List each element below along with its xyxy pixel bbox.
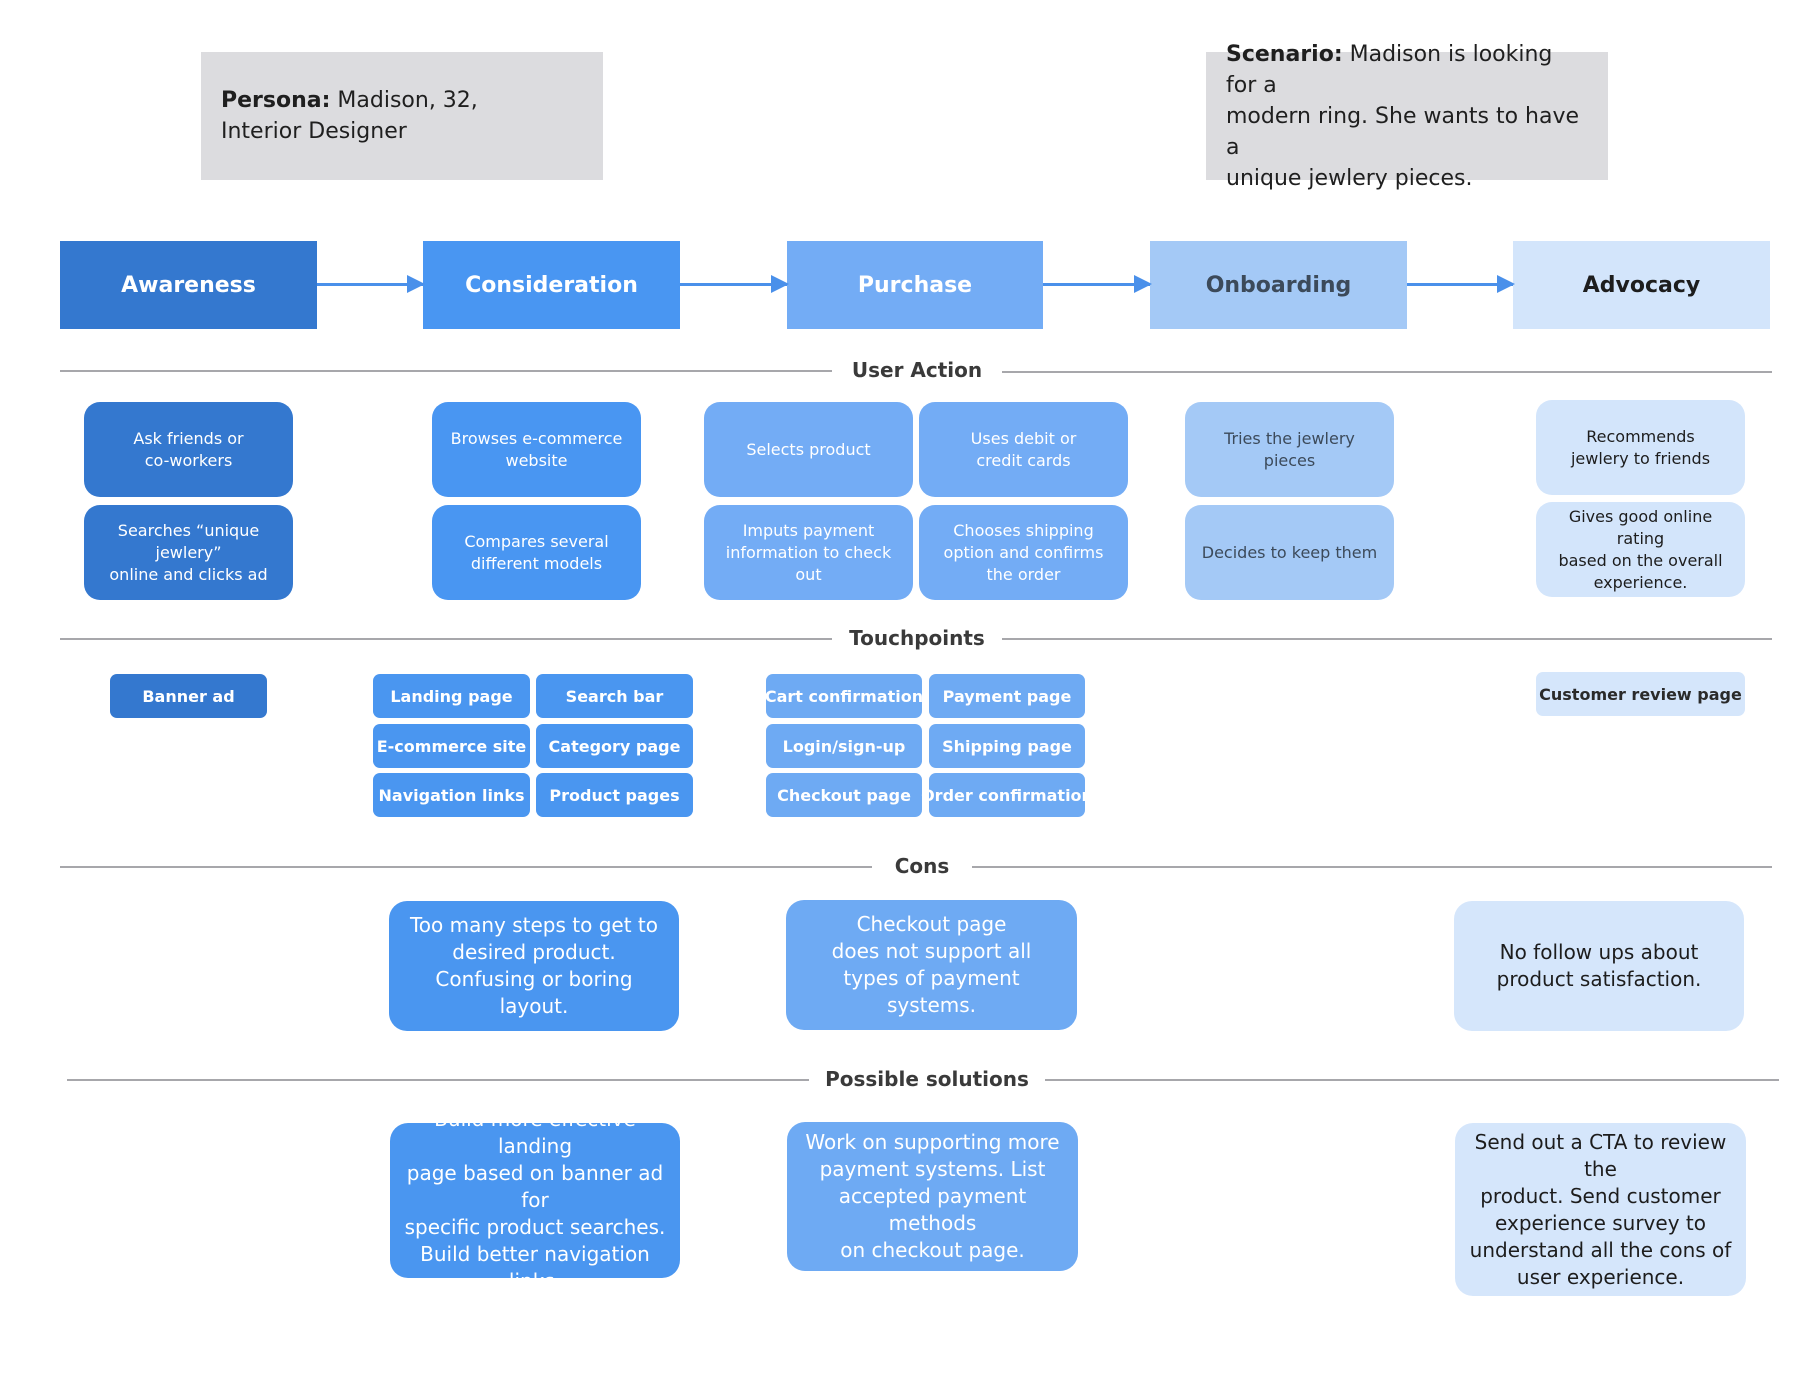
persona-text: Persona: Madison, 32, Interior Designer bbox=[221, 85, 478, 147]
touchpoint-tag: Banner ad bbox=[110, 674, 267, 718]
section-touchpoints: Touchpoints bbox=[849, 626, 985, 650]
stage-advocacy: Advocacy bbox=[1513, 241, 1770, 329]
touchpoint-tag: Customer review page bbox=[1536, 672, 1745, 716]
scenario-label: Scenario: bbox=[1226, 41, 1343, 67]
scenario-text: Scenario: Madison is looking for a moder… bbox=[1226, 39, 1588, 194]
touchpoint-tag: Login/sign-up bbox=[766, 724, 922, 768]
touchpoint-tag: Cart confirmation bbox=[765, 674, 923, 718]
section-cons: Cons bbox=[894, 854, 950, 878]
action-card: Recommends jewlery to friends bbox=[1536, 400, 1745, 495]
action-card: Browses e-commerce website bbox=[432, 402, 641, 497]
cons-card: Checkout page does not support all types… bbox=[786, 900, 1077, 1030]
solution-card: Build more effective landing page based … bbox=[390, 1107, 680, 1293]
touchpoint-tag: Search bar bbox=[536, 674, 693, 718]
cons-card: No follow ups about product satisfaction… bbox=[1454, 901, 1744, 1031]
action-card: Decides to keep them bbox=[1185, 505, 1394, 600]
touchpoint-tag: Landing page bbox=[373, 674, 530, 718]
action-card: Imputs payment information to check out bbox=[704, 505, 913, 600]
action-card: Selects product bbox=[704, 402, 913, 497]
touchpoint-tag: Category page bbox=[536, 724, 693, 768]
action-card: Compares several different models bbox=[432, 505, 641, 600]
divider bbox=[60, 370, 832, 372]
action-card: Gives good online rating based on the ov… bbox=[1536, 502, 1745, 597]
touchpoint-tag: E-commerce site bbox=[373, 724, 530, 768]
section-possible-solutions: Possible solutions bbox=[825, 1067, 1029, 1091]
arrow-right-icon bbox=[1407, 275, 1515, 293]
touchpoint-tag: Payment page bbox=[929, 674, 1085, 718]
solution-card: Send out a CTA to review the product. Se… bbox=[1455, 1123, 1746, 1296]
divider bbox=[67, 1079, 809, 1081]
stage-purchase: Purchase bbox=[787, 241, 1043, 329]
stage-onboarding: Onboarding bbox=[1150, 241, 1407, 329]
arrow-right-icon bbox=[1043, 275, 1152, 293]
divider bbox=[1045, 1079, 1779, 1081]
divider bbox=[60, 866, 872, 868]
arrow-right-icon bbox=[680, 275, 789, 293]
touchpoint-tag: Order confirmation bbox=[921, 773, 1093, 817]
arrow-right-icon bbox=[317, 275, 425, 293]
persona-occupation: Interior Designer bbox=[221, 119, 407, 144]
cons-card: Too many steps to get to desired product… bbox=[389, 901, 679, 1031]
stage-consideration: Consideration bbox=[423, 241, 680, 329]
divider bbox=[972, 866, 1772, 868]
action-card: Tries the jewlery pieces bbox=[1185, 402, 1394, 497]
scenario-line-2: modern ring. She wants to have a bbox=[1226, 103, 1580, 160]
action-card: Ask friends or co-workers bbox=[84, 402, 293, 497]
section-user-action: User Action bbox=[851, 358, 983, 382]
scenario-line-1: Madison is looking for a bbox=[1226, 41, 1553, 98]
scenario-box: Scenario: Madison is looking for a moder… bbox=[1206, 42, 1608, 191]
solution-card: Work on supporting more payment systems.… bbox=[787, 1122, 1078, 1271]
persona-value: Madison, 32, bbox=[330, 88, 478, 113]
stage-awareness: Awareness bbox=[60, 241, 317, 329]
action-card: Uses debit or credit cards bbox=[919, 402, 1128, 497]
divider bbox=[1002, 371, 1772, 373]
touchpoint-tag: Shipping page bbox=[929, 724, 1085, 768]
persona-box: Persona: Madison, 32, Interior Designer bbox=[201, 52, 603, 180]
action-card: Chooses shipping option and confirms the… bbox=[919, 505, 1128, 600]
action-card: Searches “unique jewlery” online and cli… bbox=[84, 505, 293, 600]
touchpoint-tag: Product pages bbox=[536, 773, 693, 817]
touchpoint-tag: Checkout page bbox=[766, 773, 922, 817]
touchpoint-tag: Navigation links bbox=[373, 773, 530, 817]
divider bbox=[1002, 638, 1772, 640]
persona-label: Persona: bbox=[221, 88, 331, 113]
divider bbox=[60, 638, 832, 640]
scenario-line-3: unique jewlery pieces. bbox=[1226, 165, 1473, 191]
